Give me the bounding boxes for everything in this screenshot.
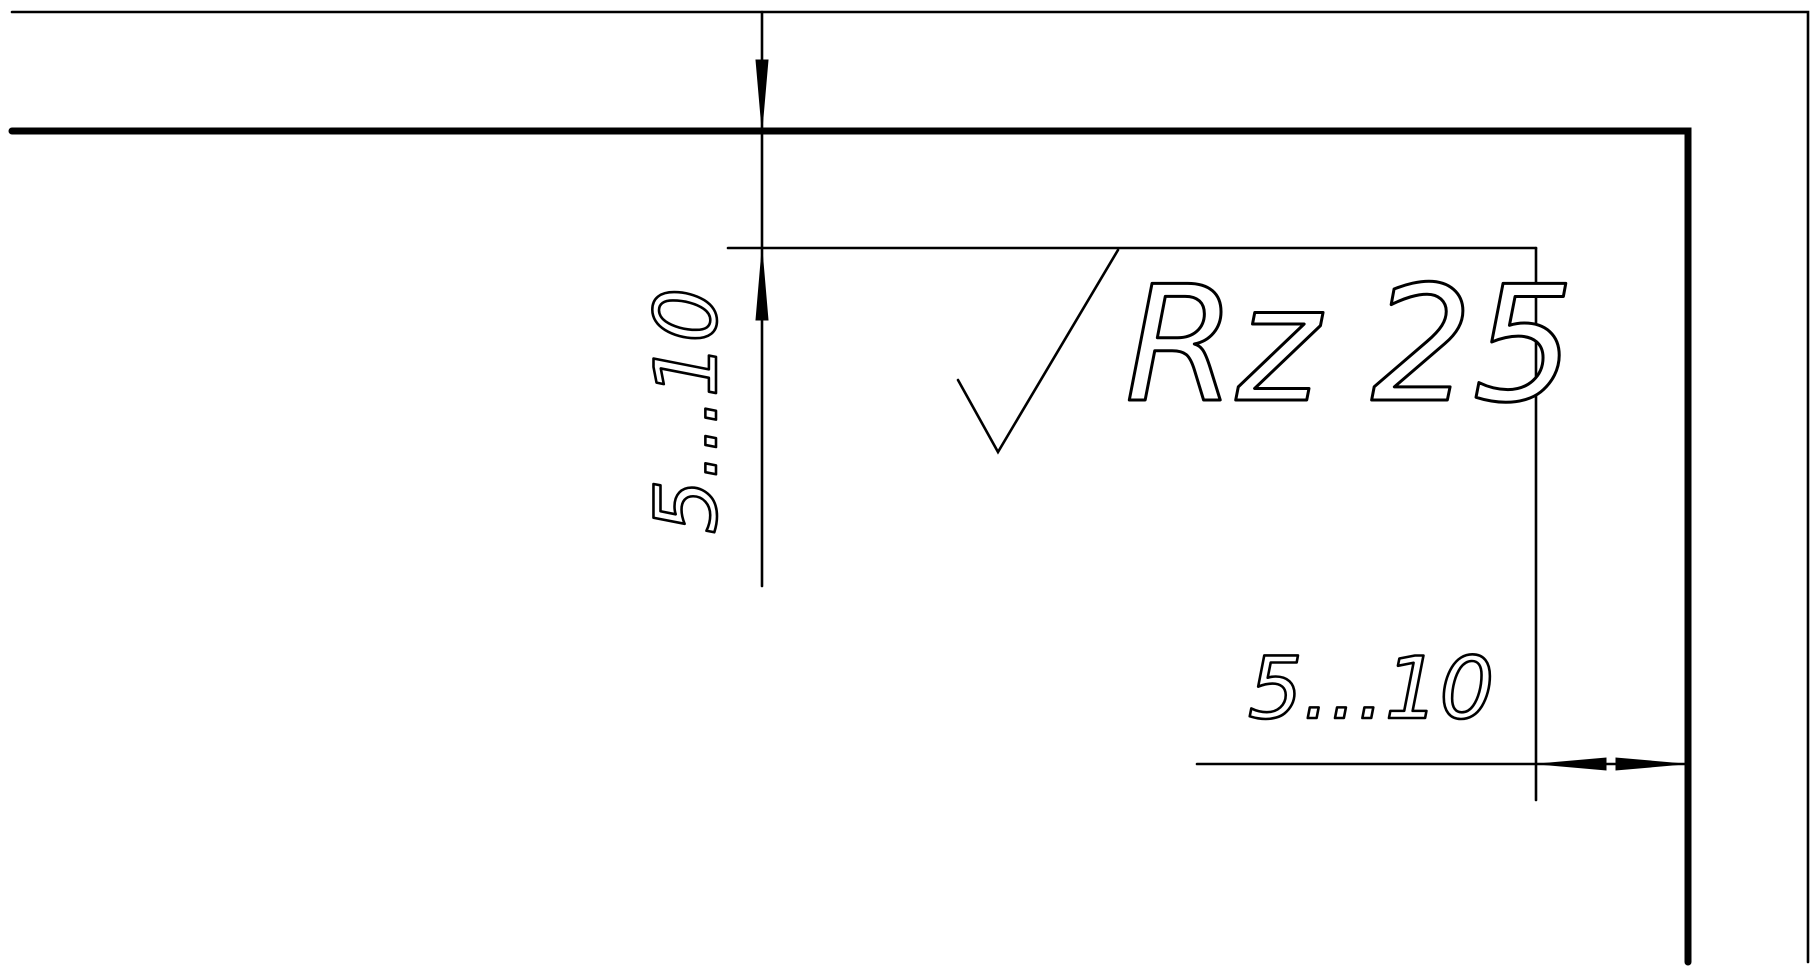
roughness-value-label: Rz 25 — [1125, 251, 1575, 438]
horizontal-dimension-arrow-right — [1615, 757, 1685, 771]
horizontal-dimension-arrow-left — [1537, 757, 1607, 771]
part-contour — [8, 127, 1692, 966]
roughness-symbol-icon — [956, 248, 1120, 455]
outer-frame-line — [10, 10, 1810, 964]
vertical-dimension-label: 5...10 — [637, 288, 737, 534]
vertical-dimension-arrow-top — [755, 59, 769, 130]
vertical-dimension-arrow-bottom — [755, 249, 769, 321]
horizontal-dimension-label: 5...10 — [1248, 639, 1494, 739]
